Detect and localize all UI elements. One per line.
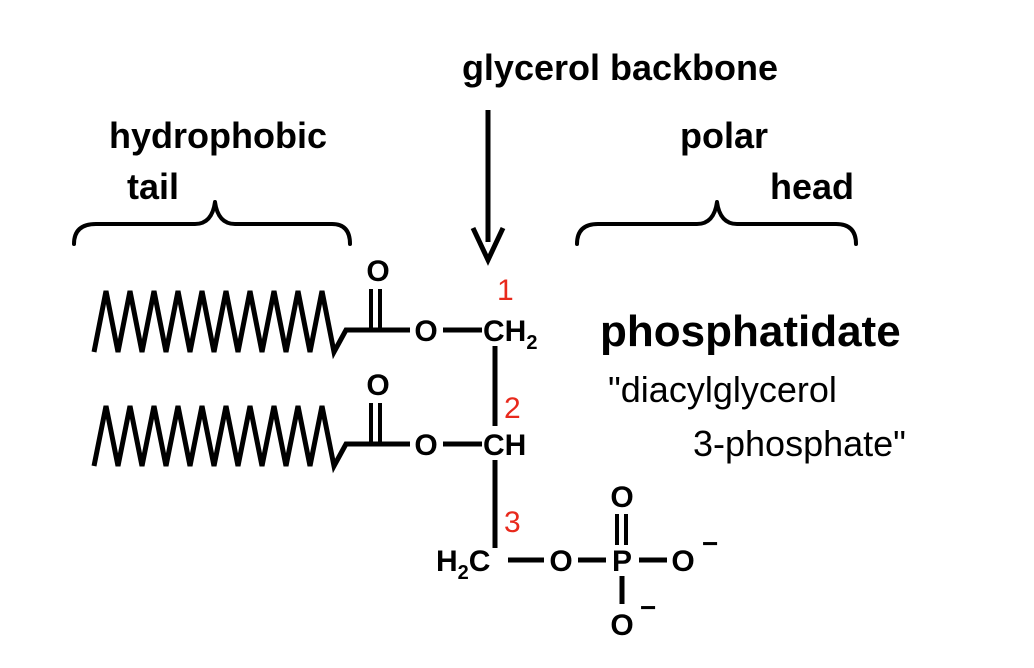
- synonym-line1: "diacylglycerol: [608, 369, 837, 410]
- tail-brace: [72, 200, 352, 246]
- position-number-3: 3: [504, 506, 521, 539]
- compound-name: phosphatidate: [600, 307, 901, 356]
- backbone-label: glycerol backbone: [462, 47, 778, 88]
- c2-group: CH: [483, 429, 526, 462]
- c3-group: H2C: [436, 545, 490, 584]
- acyl-chain-2: [91, 405, 372, 474]
- carbonyl-1: [369, 289, 382, 330]
- phosphoryl-oxygen: O: [610, 481, 633, 514]
- synonym-line2: 3-phosphate": [693, 423, 906, 464]
- head-label-line1: polar: [680, 115, 768, 156]
- phosphoryl-double-bond: [615, 514, 628, 545]
- phosphorus: P: [612, 545, 632, 578]
- tail-label-line2: tail: [127, 166, 179, 207]
- ester-oxygen-1: O: [414, 315, 437, 348]
- ester-oxygen-2: O: [414, 429, 437, 462]
- c3-carbon: C: [469, 545, 491, 578]
- tail-label-line1: hydrophobic: [109, 115, 327, 156]
- head-label-line2: head: [770, 166, 854, 207]
- c1-group: CH2: [483, 315, 537, 354]
- carbonyl-oxygen-2: O: [366, 369, 389, 402]
- head-brace: [575, 200, 858, 246]
- position-number-1: 1: [497, 274, 514, 307]
- position-number-2: 2: [504, 392, 521, 425]
- acyl-chain-1: [91, 290, 372, 360]
- minus-charge-right: −: [702, 528, 718, 559]
- c1-subscript: 2: [526, 332, 537, 354]
- c3-subscript: 2: [458, 562, 469, 584]
- carbonyl-2: [369, 403, 382, 444]
- backbone-arrow: [470, 110, 506, 266]
- anion-oxygen-bottom: O: [610, 609, 633, 642]
- carbonyl-oxygen-1: O: [366, 255, 389, 288]
- anion-oxygen-right: O: [671, 545, 694, 578]
- minus-charge-bottom: −: [640, 592, 656, 623]
- phosphate-ester-oxygen: O: [549, 545, 572, 578]
